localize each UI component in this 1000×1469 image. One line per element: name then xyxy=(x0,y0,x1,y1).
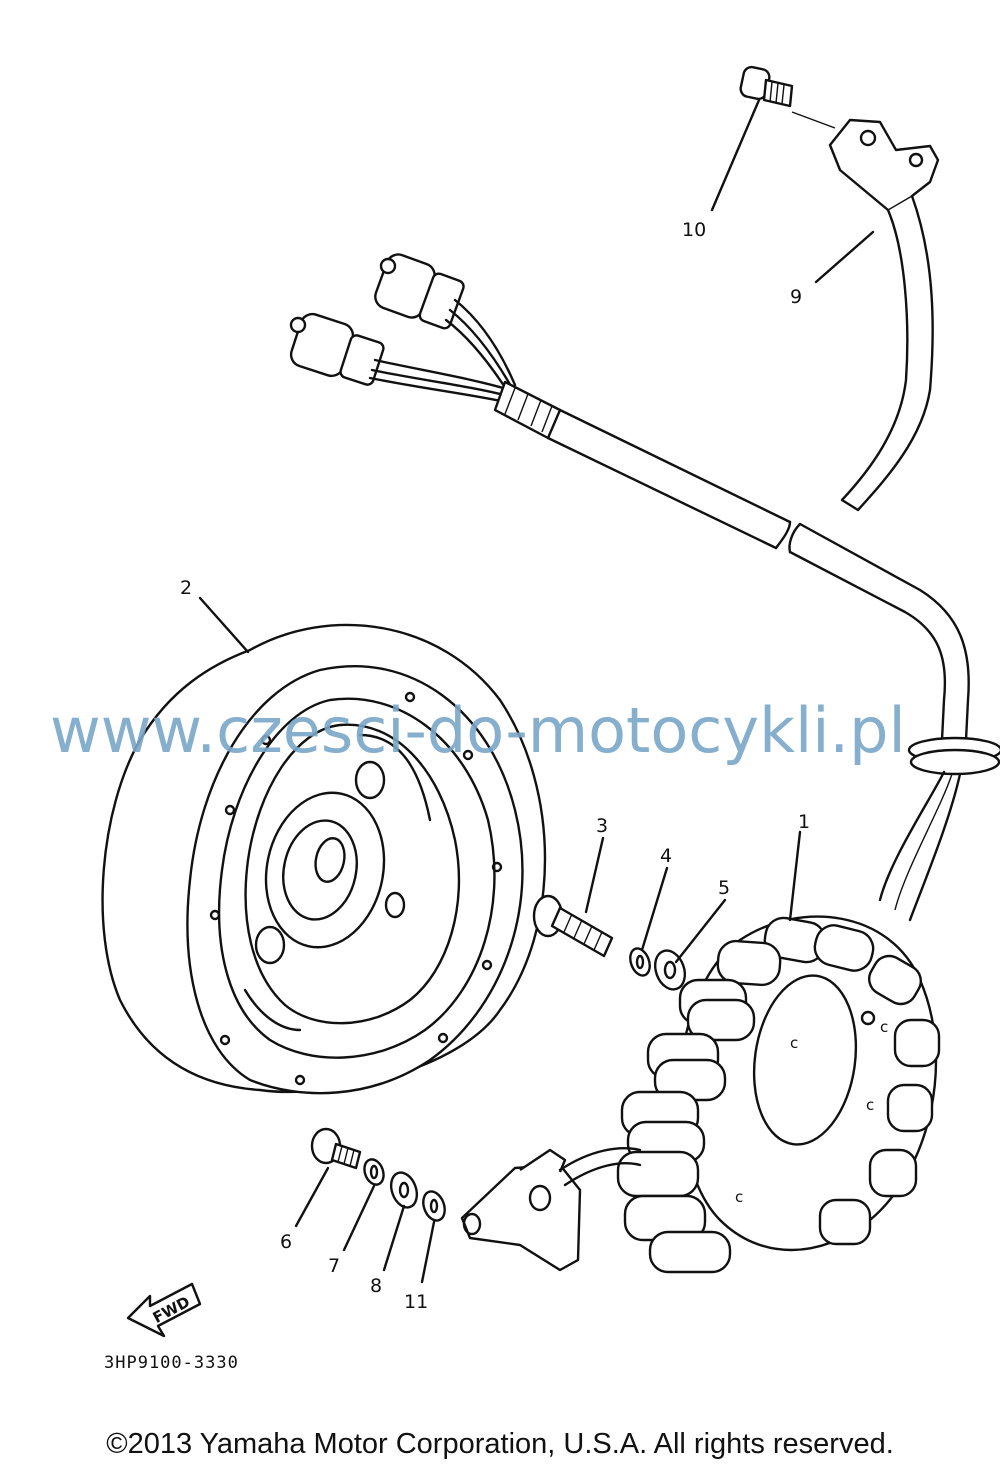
watermark: www.czesci-do-motocykli.pl xyxy=(50,694,906,767)
washer-7 xyxy=(363,1158,385,1186)
connector-lower xyxy=(289,312,512,404)
copyright-notice: ©2013 Yamaha Motor Corporation, U.S.A. A… xyxy=(106,1428,894,1460)
connector-upper xyxy=(374,253,517,394)
pickup-coil xyxy=(460,1147,642,1272)
part-label-4: 4 xyxy=(660,845,672,867)
part-label-9: 9 xyxy=(790,286,802,308)
part-label-1: 1 xyxy=(798,811,810,833)
stator-1: c c c c xyxy=(616,915,941,1274)
diagram-code: 3HP9100-3330 xyxy=(104,1353,239,1373)
part-label-2: 2 xyxy=(180,577,192,599)
bolt-3 xyxy=(532,894,614,958)
svg-text:c: c xyxy=(735,1188,743,1206)
svg-text:c: c xyxy=(866,1096,874,1114)
part-label-11: 11 xyxy=(404,1291,428,1313)
part-label-10: 10 xyxy=(682,219,706,241)
svg-text:c: c xyxy=(880,1018,888,1036)
svg-text:c: c xyxy=(790,1034,798,1052)
wire-harness xyxy=(289,253,1000,922)
part-label-6: 6 xyxy=(280,1231,292,1253)
washer-4 xyxy=(629,947,651,977)
part-label-3: 3 xyxy=(596,815,608,837)
screw-6 xyxy=(310,1127,362,1170)
part-label-8: 8 xyxy=(370,1275,382,1297)
part-label-5: 5 xyxy=(718,877,730,899)
fwd-arrow-icon: FWD xyxy=(126,1282,202,1338)
part-label-7: 7 xyxy=(328,1255,340,1277)
leader-lines xyxy=(198,98,875,1284)
bolt-10 xyxy=(739,65,836,129)
washer-11 xyxy=(422,1190,446,1222)
bracket-9 xyxy=(828,118,940,512)
rotor-2 xyxy=(101,623,547,1095)
washer-8 xyxy=(389,1171,419,1209)
